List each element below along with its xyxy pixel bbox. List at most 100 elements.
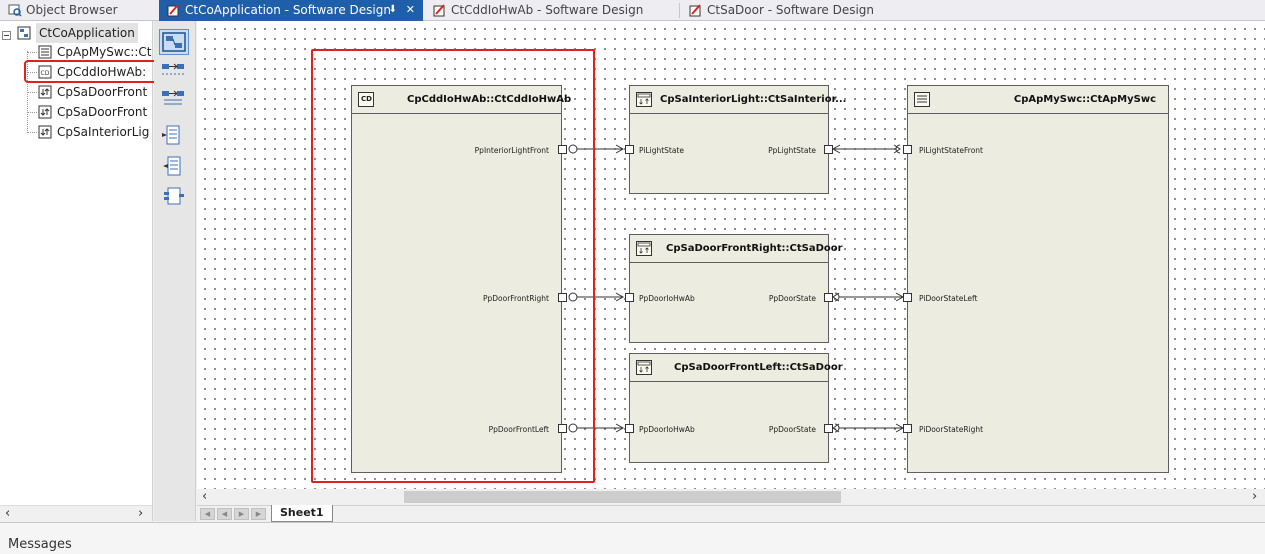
tree-item-cpcddiohwab[interactable]: CD CpCddIoHwAb:	[38, 62, 152, 82]
scroll-left-icon[interactable]: ‹	[202, 489, 208, 504]
component-header: CD CpCddIoHwAb::CtCddIoHwAb	[352, 86, 571, 114]
sensor-actuator-glyph	[637, 242, 651, 254]
component-title: CpApMySwc::CtApMySwc	[1013, 94, 1156, 105]
tree-item-label: CpSaDoorFront	[57, 105, 148, 119]
connector-door-state-right[interactable]	[832, 423, 905, 433]
canvas-horizontal-scrollbar[interactable]: ‹ ›	[197, 489, 1265, 505]
port-label: PpDoorState	[768, 425, 816, 434]
tab-object-browser[interactable]: Object Browser	[0, 0, 158, 21]
tree-item-cpsainteriorlight[interactable]: CpSaInteriorLig	[38, 122, 152, 142]
tree-horizontal-scrollbar[interactable]: ‹ ›	[0, 505, 153, 521]
tree-connector	[28, 132, 37, 133]
scroll-left-icon[interactable]: ‹	[5, 506, 11, 521]
tab-ctcddiohwab-design[interactable]: CtCddIoHwAb - Software Design	[425, 0, 677, 21]
port-label: PpLightState	[768, 146, 816, 155]
last-sheet-icon[interactable]: ▶	[251, 508, 266, 520]
tree-connector	[28, 52, 37, 53]
tree-item-cpsadoorfrontright[interactable]: CpSaDoorFront	[38, 82, 152, 102]
tree-connector	[28, 72, 37, 73]
port-tool-icon	[162, 90, 184, 105]
pin-icon[interactable]: ⬇	[388, 4, 397, 15]
port-pp-light-state[interactable]	[824, 145, 833, 154]
tree-root-ctcoapplication[interactable]: CtCoApplication	[17, 23, 152, 43]
first-sheet-icon[interactable]: ◀	[200, 508, 215, 520]
tree-item-cpapmyswc[interactable]: CpApMySwc::Ct	[38, 42, 152, 62]
connector-door-state-left[interactable]	[832, 292, 905, 302]
software-design-icon	[433, 4, 445, 17]
connector-interior-light[interactable]	[568, 144, 625, 154]
palette-select-tool[interactable]	[159, 29, 189, 55]
port-pp-interior-light-front[interactable]	[558, 145, 567, 154]
application-swc-icon	[38, 45, 52, 59]
tree-connector	[28, 92, 37, 93]
port-pp-door-iohwab-right[interactable]	[625, 293, 634, 302]
port-pp-door-front-left[interactable]	[558, 424, 567, 433]
tree-item-cpsadoorfrontleft[interactable]: CpSaDoorFront	[38, 102, 152, 122]
sensor-actuator-icon	[636, 360, 652, 375]
sheet-tab-sheet1[interactable]: Sheet1	[271, 505, 333, 522]
sheet-tab-label: Sheet1	[280, 506, 324, 519]
tab-separator	[679, 3, 680, 18]
port-pp-door-state-left[interactable]	[824, 424, 833, 433]
palette-datatype-tool[interactable]	[159, 154, 189, 180]
scrollbar-thumb[interactable]	[404, 491, 841, 503]
component-cpsadoorfrontleft[interactable]: CpSaDoorFrontLeft::CtSaDoor PpDoorIoHwAb…	[629, 353, 843, 463]
application-swc-icon	[914, 92, 930, 107]
port-label: PpDoorFrontRight	[482, 294, 549, 303]
port-pp-door-iohwab-left[interactable]	[625, 424, 634, 433]
tree-item-label: CpSaInteriorLig	[57, 125, 150, 139]
component-title: CpSaDoorFrontRight::CtSaDoor	[666, 243, 843, 254]
port-pi-light-state[interactable]	[625, 145, 634, 154]
component-cpapmyswc[interactable]: CpApMySwc::CtApMySwc PiLightStateFront P…	[907, 85, 1169, 473]
tab-ctsadoor-design[interactable]: CtSaDoor - Software Design	[681, 0, 921, 21]
connector-door-front-right[interactable]	[568, 292, 625, 302]
port-label: PiLightState	[639, 146, 685, 155]
port-pi-door-state-right[interactable]	[903, 424, 912, 433]
sensor-actuator-icon	[636, 241, 652, 256]
connector-door-front-left[interactable]	[568, 423, 625, 433]
tab-label: CtSaDoor - Software Design	[707, 3, 875, 17]
port-label: PiDoorStateRight	[919, 425, 984, 434]
scroll-right-icon[interactable]: ›	[1252, 489, 1258, 504]
palette-component-tool[interactable]	[159, 184, 189, 210]
port-pi-light-state-front[interactable]	[903, 145, 912, 154]
software-design-icon	[167, 4, 179, 17]
component-cpcddiohwab[interactable]: CD CpCddIoHwAb::CtCddIoHwAb PpInteriorLi…	[351, 85, 571, 473]
cdd-icon-text: CD	[361, 95, 372, 103]
interface-tool-icon	[162, 125, 180, 145]
next-sheet-icon[interactable]: ▶	[234, 508, 249, 520]
collapse-toggle[interactable]	[2, 31, 11, 40]
diagram-canvas[interactable]: CD CpCddIoHwAb::CtCddIoHwAb PpInteriorLi…	[197, 21, 1265, 489]
component-cpsadoorfrontright[interactable]: CpSaDoorFrontRight::CtSaDoor PpDoorIoHwA…	[629, 234, 843, 343]
palette-connector-tool[interactable]	[159, 58, 189, 84]
component-title: CpCddIoHwAb::CtCddIoHwAb	[407, 94, 572, 105]
port-label: PiDoorStateLeft	[919, 294, 978, 303]
software-design-icon	[689, 4, 701, 17]
tab-label: Object Browser	[26, 3, 118, 17]
cdd-icon: CD	[38, 65, 52, 79]
component-header: CpApMySwc::CtApMySwc	[908, 86, 1168, 114]
component-tool-icon	[164, 187, 184, 205]
messages-title[interactable]: Messages	[8, 537, 72, 552]
port-label: PpDoorIoHwAb	[639, 294, 695, 303]
document-tab-bar: Object Browser CtCoApplication - Softwar…	[0, 0, 1265, 21]
component-header: CpSaInteriorLight::CtSaInterior...	[630, 86, 846, 114]
datatype-tool-icon	[163, 156, 181, 176]
port-label: PpDoorFrontLeft	[488, 425, 549, 434]
component-cpsainteriorlight[interactable]: CpSaInteriorLight::CtSaInterior... PiLig…	[629, 85, 846, 194]
diagram-palette	[154, 21, 196, 521]
palette-port-tool[interactable]	[159, 87, 189, 113]
component-title: CpSaInteriorLight::CtSaInterior...	[660, 94, 847, 105]
port-pp-door-front-right[interactable]	[558, 293, 567, 302]
scroll-right-icon[interactable]: ›	[138, 506, 144, 521]
port-pi-door-state-left[interactable]	[903, 293, 912, 302]
palette-interface-tool[interactable]	[159, 123, 189, 149]
prev-sheet-icon[interactable]: ◀	[217, 508, 232, 520]
tab-ctcoapplication-design[interactable]: CtCoApplication - Software Design ⬇ ✕	[159, 0, 423, 21]
close-icon[interactable]: ✕	[405, 3, 415, 16]
port-pp-door-state-right[interactable]	[824, 293, 833, 302]
connector-light-state[interactable]	[831, 144, 901, 154]
tree-connector	[28, 112, 37, 113]
tree-item-label: CpSaDoorFront	[57, 85, 148, 99]
component-header: CpSaDoorFrontRight::CtSaDoor	[630, 235, 843, 263]
